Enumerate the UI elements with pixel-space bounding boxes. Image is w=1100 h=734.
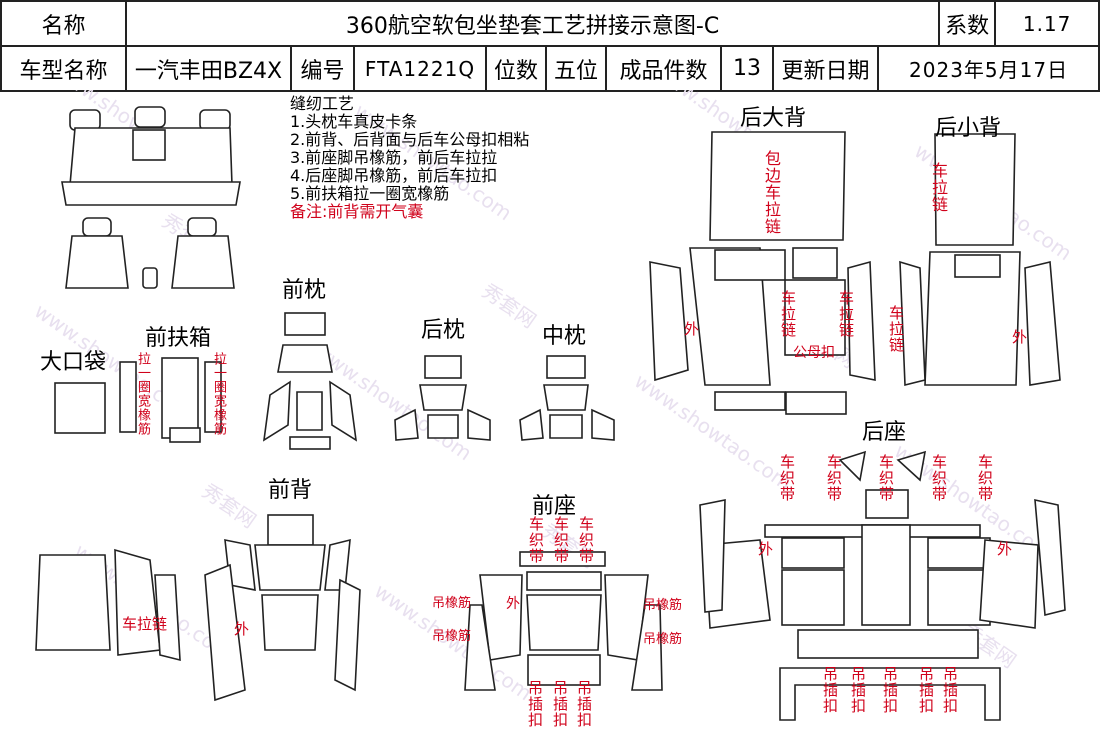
section-label-rear-seat: 后座	[862, 420, 907, 445]
seats-label: 位数	[485, 45, 547, 92]
code-value: FTA1221Q	[353, 45, 487, 92]
rear-big-back-panels	[649, 131, 876, 415]
annotation-woven-strap: 车织带	[930, 454, 948, 502]
annotation-woven-strap: 车织带	[877, 454, 895, 502]
annotation-outer: 外	[234, 620, 250, 638]
pieces-value: 13	[720, 45, 774, 92]
annotation-outer: 外	[758, 540, 774, 558]
annotation-hang-clip: 吊插扣	[821, 666, 839, 714]
pieces-label: 成品件数	[605, 45, 722, 92]
model-label: 车型名称	[0, 45, 127, 92]
model-value: 一汽丰田BZ4X	[125, 45, 292, 92]
annotation-hang-clip: 吊插扣	[849, 666, 867, 714]
rear-seat-overview	[61, 106, 241, 206]
section-label-rear-big-back: 后大背	[740, 106, 807, 131]
annotation-hang-clip: 吊插扣	[551, 680, 569, 728]
instruction-step: 1.头枕车真皮卡条	[290, 112, 418, 131]
annotation-hang-clip: 吊插扣	[881, 666, 899, 714]
annotation-car-zip-horizontal: 车拉链	[122, 615, 168, 633]
annotation-car-zip: 车拉链	[837, 290, 855, 338]
sewing-instructions: 缝纫工艺 1.头枕车真皮卡条 2.前背、后背面与后车公母扣相粘 3.前座脚吊橡筋…	[290, 95, 529, 221]
annotation-edge-zip: 包边车拉链	[762, 150, 781, 235]
coef-value: 1.17	[994, 0, 1100, 47]
front-seats-overview	[65, 217, 235, 289]
annotation-male-female-buckle: 公母扣	[793, 345, 835, 361]
annotation-hang-elastic: 吊橡筋	[432, 629, 472, 644]
rear-seat-panels	[699, 450, 1066, 721]
annotation-car-zip: 车拉链	[779, 290, 797, 338]
section-label-front-pillow: 前枕	[282, 278, 327, 303]
instruction-step: 3.前座脚吊橡筋，前后车拉拉	[290, 148, 498, 167]
rear-small-back-panels	[899, 133, 1061, 387]
seats-value: 五位	[545, 45, 607, 92]
front-seat-panels	[464, 551, 663, 691]
annotation-woven-strap: 车织带	[976, 454, 994, 502]
coef-label: 系数	[938, 0, 997, 47]
annotation-outer: 外	[684, 320, 700, 338]
section-label-big-pocket: 大口袋	[40, 350, 107, 375]
annotation-hang-clip: 吊插扣	[526, 680, 544, 728]
section-label-rear-small-back: 后小背	[935, 116, 1002, 141]
instructions-title: 缝纫工艺	[290, 94, 355, 113]
date-value: 2023年5月17日	[876, 45, 1100, 92]
front-back-panels	[35, 514, 361, 702]
code-label: 编号	[290, 45, 355, 92]
section-label-middle-pillow: 中枕	[542, 324, 587, 349]
annotation-outer: 外	[506, 596, 520, 612]
section-label-rear-pillow: 后枕	[421, 318, 466, 343]
annotation-car-zip: 车拉链	[887, 305, 905, 353]
annotation-hang-clip: 吊插扣	[575, 680, 593, 728]
instruction-step: 5.前扶箱拉一圈宽橡筋	[290, 184, 450, 203]
header-table: 名称 360航空软包坐垫套工艺拼接示意图-C 系数 1.17 车型名称 一汽丰田…	[0, 0, 1100, 92]
document-title: 360航空软包坐垫套工艺拼接示意图-C	[124, 0, 941, 47]
instruction-step: 4.后座脚吊橡筋，前后车拉扣	[290, 166, 498, 185]
section-label-front-back: 前背	[268, 478, 313, 503]
instruction-note: 备注:前背需开气囊	[290, 202, 424, 221]
date-label: 更新日期	[772, 45, 879, 92]
annotation-woven-strap: 车织带	[527, 516, 545, 564]
front-pillow-panels	[262, 312, 358, 450]
annotation-woven-strap: 车织带	[577, 516, 595, 564]
annotation-pull-wide-elastic: 拉一圈宽橡筋	[211, 352, 226, 436]
annotation-hang-elastic: 吊橡筋	[432, 596, 472, 611]
rear-pillow-panels	[394, 355, 491, 441]
section-label-front-seat: 前座	[532, 494, 577, 519]
instruction-step: 2.前背、后背面与后车公母扣相粘	[290, 130, 530, 149]
annotation-hang-elastic: 吊橡筋	[643, 598, 683, 613]
section-label-front-armrest: 前扶箱	[145, 326, 212, 351]
annotation-woven-strap: 车织带	[825, 454, 843, 502]
annotation-outer: 外	[997, 540, 1013, 558]
annotation-hang-clip: 吊插扣	[917, 666, 935, 714]
annotation-woven-strap: 车织带	[552, 516, 570, 564]
middle-pillow-panels	[519, 355, 615, 441]
annotation-hang-clip: 吊插扣	[941, 666, 959, 714]
front-armrest-panels	[119, 357, 222, 443]
big-pocket-panel	[54, 382, 106, 434]
annotation-car-zip: 车拉链	[929, 162, 948, 213]
annotation-outer: 外	[1012, 328, 1028, 346]
annotation-hang-elastic: 吊橡筋	[643, 632, 683, 647]
annotation-woven-strap: 车织带	[778, 454, 796, 502]
annotation-pull-wide-elastic: 拉一圈宽橡筋	[135, 352, 150, 436]
name-label: 名称	[0, 0, 127, 47]
